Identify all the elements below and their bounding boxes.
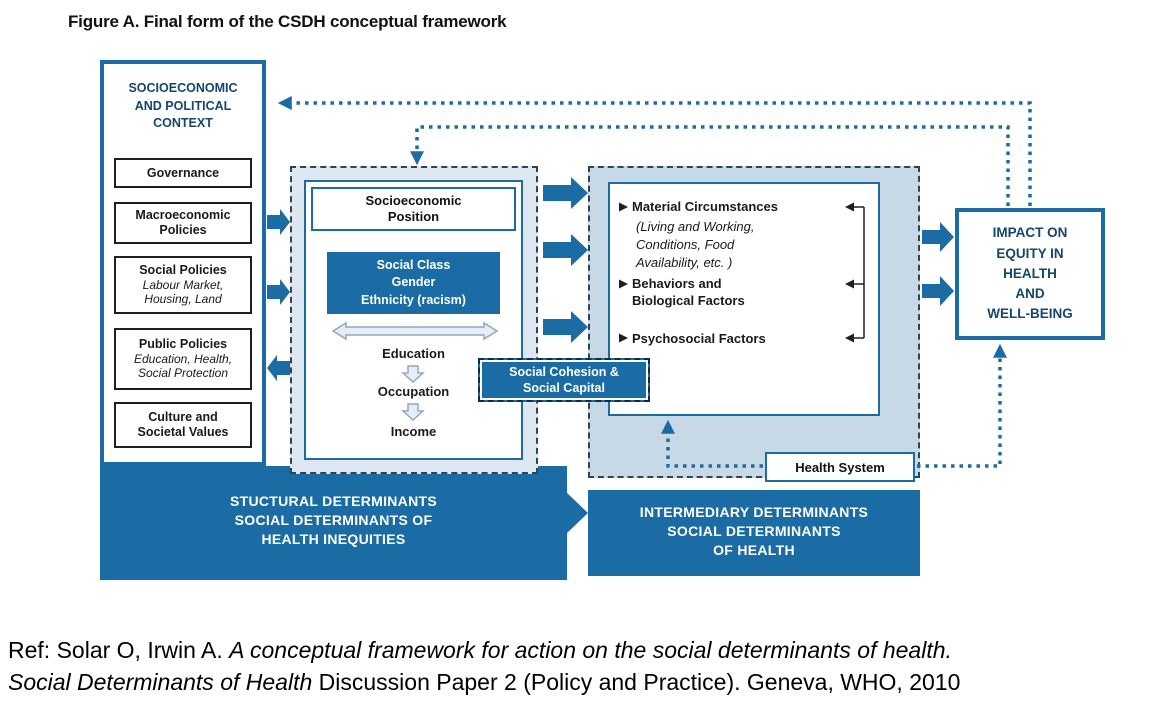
reference-line-1: Ref: Solar O, Irwin A. A conceptual fram… bbox=[8, 634, 1148, 666]
structural-to-context-arrow bbox=[267, 355, 290, 381]
context-item-label: Social Policies bbox=[139, 263, 227, 278]
context-item-label: Macroeconomic Policies bbox=[135, 208, 231, 237]
material-circumstances-sublabel: (Living and Working, Conditions, Food Av… bbox=[636, 219, 755, 270]
reference-series-italic: Social Determinants of Health bbox=[8, 669, 313, 696]
ladder-occupation: Occupation bbox=[377, 384, 450, 399]
behaviors-biological-label: Behaviors and Biological Factors bbox=[632, 276, 745, 308]
context-item-label: Governance bbox=[146, 165, 220, 180]
structural-to-intermediary-arrow-1 bbox=[543, 177, 588, 209]
context-item-macroeconomic: Macroeconomic Policies bbox=[114, 202, 252, 244]
social-cohesion-box: Social Cohesion & Social Capital bbox=[478, 358, 650, 402]
reference-citation: Ref: Solar O, Irwin A. A conceptual fram… bbox=[8, 634, 1148, 698]
context-item-governance: Governance bbox=[114, 158, 252, 188]
structural-determinants-bar: STUCTURAL DETERMINANTS SOCIAL DETERMINAN… bbox=[100, 466, 567, 580]
intermediary-to-impact-arrow-1 bbox=[922, 222, 954, 252]
reference-title-italic: A conceptual framework for action on the… bbox=[229, 637, 952, 663]
context-item-culture: Culture and Societal Values bbox=[114, 402, 252, 448]
structural-to-intermediary-arrow-3 bbox=[543, 311, 588, 343]
context-item-label: Public Policies bbox=[138, 337, 228, 352]
ladder-education: Education bbox=[382, 346, 445, 361]
material-circumstances-label: Material Circumstances bbox=[632, 199, 778, 214]
context-item-label: Culture and Societal Values bbox=[137, 410, 229, 439]
impact-on-equity-box: IMPACT ON EQUITY IN HEALTH AND WELL-BEIN… bbox=[955, 208, 1105, 340]
context-item-sublabel: Education, Health, Social Protection bbox=[133, 352, 233, 381]
context-item-public-policies: Public Policies Education, Health, Socia… bbox=[114, 328, 252, 390]
context-item-sublabel: Labour Market, Housing, Land bbox=[142, 278, 224, 307]
figure-title: Figure A. Final form of the CSDH concept… bbox=[68, 12, 507, 31]
intermediary-determinants-bar: INTERMEDIARY DETERMINANTS SOCIAL DETERMI… bbox=[588, 490, 920, 576]
structural-to-intermediary-arrow-2 bbox=[543, 234, 588, 266]
intermediary-to-impact-arrow-2 bbox=[922, 276, 954, 306]
context-item-social-policies: Social Policies Labour Market, Housing, … bbox=[114, 256, 252, 314]
health-system-box: Health System bbox=[765, 452, 915, 482]
social-class-box: Social Class Gender Ethnicity (racism) bbox=[327, 252, 500, 314]
reference-text: Ref: Solar O, Irwin A. bbox=[8, 637, 230, 663]
reference-text: Discussion Paper 2 (Policy and Practice)… bbox=[312, 669, 961, 696]
intermediary-inner-box bbox=[608, 182, 880, 416]
context-to-structural-arrow-1 bbox=[267, 209, 290, 235]
context-to-structural-arrow-2 bbox=[267, 279, 290, 305]
psychosocial-factors-label: Psychosocial Factors bbox=[632, 331, 766, 346]
health-system-to-impact-arrow bbox=[917, 343, 1007, 468]
socioeconomic-position-box: Socioeconomic Position bbox=[311, 187, 516, 231]
reference-line-2: Social Determinants of Health Discussion… bbox=[8, 666, 1148, 698]
ladder-income: Income bbox=[390, 424, 437, 439]
context-header: SOCIOECONOMIC AND POLITICAL CONTEXT bbox=[128, 81, 238, 130]
